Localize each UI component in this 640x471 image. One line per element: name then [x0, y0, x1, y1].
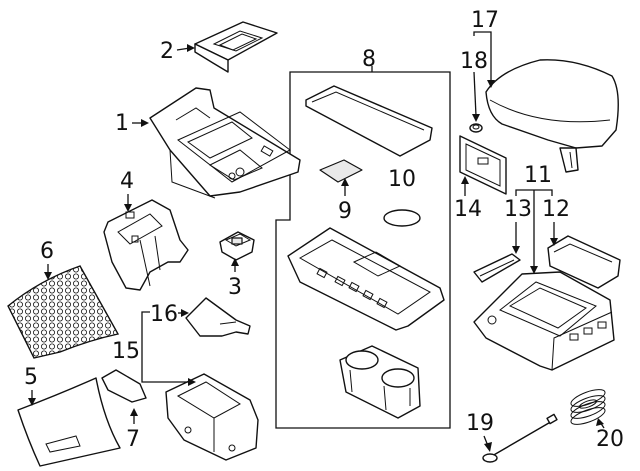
- part-16-clip: [185, 297, 251, 337]
- callout-2: 2: [160, 39, 174, 64]
- part-8-lid-panel: [305, 85, 433, 157]
- callout-9: 9: [338, 199, 352, 224]
- part-20-spring: [570, 389, 606, 425]
- callout-5: 5: [24, 365, 38, 390]
- part-12-tray: [547, 235, 621, 289]
- callout-13: 13: [504, 197, 532, 222]
- part-15-lower-bracket: [165, 373, 259, 461]
- callout-17: 17: [471, 8, 499, 33]
- part-8-console-tray: [287, 227, 445, 331]
- callout-12: 12: [542, 197, 570, 222]
- part-1-console-panel: [149, 87, 301, 199]
- part-14-frame: [459, 135, 507, 195]
- part-8-cup-holder: [339, 345, 421, 419]
- callout-11: 11: [524, 163, 552, 188]
- part-17-armrest: [485, 59, 619, 173]
- part-13-strip: [473, 253, 521, 283]
- callout-15: 15: [112, 339, 140, 364]
- callout-8: 8: [362, 47, 376, 72]
- part-6-mat: [7, 265, 120, 359]
- callout-3: 3: [228, 275, 242, 300]
- callout-19: 19: [466, 411, 494, 436]
- part-11-console-base: [473, 271, 615, 371]
- callout-16: 16: [150, 302, 178, 327]
- part-7-cover: [101, 369, 147, 403]
- part-5-side-panel: [17, 377, 121, 467]
- callout-14: 14: [454, 197, 482, 222]
- part-3-switch: [219, 231, 255, 261]
- callout-18: 18: [460, 49, 488, 74]
- part-10-disc: [383, 209, 421, 227]
- part-4-bracket: [103, 199, 189, 291]
- part-2-shift-bezel: [194, 21, 278, 73]
- group-box-8: [275, 71, 451, 429]
- callout-1: 1: [115, 111, 129, 136]
- part-9-pad: [319, 159, 363, 183]
- callout-10: 10: [388, 167, 416, 192]
- callout-4: 4: [120, 169, 134, 194]
- callout-6: 6: [40, 239, 54, 264]
- callout-7: 7: [126, 427, 140, 452]
- part-18-screw: [469, 123, 483, 133]
- part-19-bolt: [482, 413, 558, 463]
- callout-20: 20: [596, 427, 624, 452]
